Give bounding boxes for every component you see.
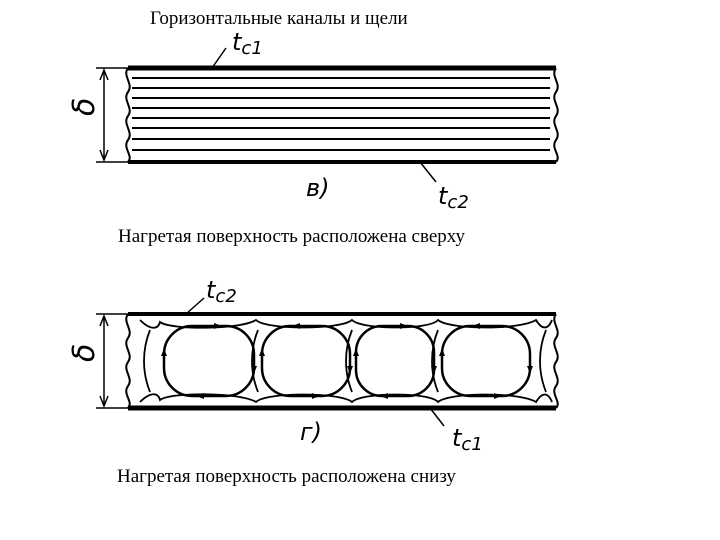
top-leader-tc2 bbox=[419, 161, 437, 183]
stratified-flow-lines bbox=[132, 77, 550, 151]
convection-cell bbox=[162, 324, 256, 398]
bottom-right-edge bbox=[553, 313, 559, 409]
top-thickness-label: δ bbox=[67, 98, 102, 116]
top-channel-diagram: δ tc1 tc2 в) bbox=[67, 28, 559, 213]
bottom-leader-tc2 bbox=[185, 297, 205, 315]
top-right-edge bbox=[553, 67, 559, 163]
bottom-left-edge bbox=[125, 313, 131, 409]
caption-bottom: Нагретая поверхность расположена снизу bbox=[117, 466, 456, 487]
caption-top: Нагретая поверхность расположена сверху bbox=[118, 226, 466, 247]
convection-cell bbox=[354, 324, 436, 398]
diagram-title: Горизонтальные каналы и щели bbox=[150, 8, 408, 29]
bottom-panel-label: г) bbox=[300, 418, 322, 446]
convection-cells bbox=[162, 324, 532, 398]
bottom-temp-upper: tc2 bbox=[206, 276, 237, 307]
circulation-arrows bbox=[161, 323, 533, 399]
bottom-thickness-dimension bbox=[96, 313, 130, 409]
bottom-temp-lower: tc1 bbox=[452, 424, 483, 455]
top-leader-tc1 bbox=[211, 47, 227, 69]
top-temp-lower: tc2 bbox=[438, 182, 469, 213]
top-temp-upper: tc1 bbox=[232, 28, 263, 59]
bottom-leader-tc1 bbox=[429, 407, 445, 427]
convection-cell bbox=[260, 324, 352, 398]
top-left-edge bbox=[125, 67, 131, 163]
top-thickness-dimension bbox=[96, 67, 130, 163]
top-panel-label: в) bbox=[306, 174, 330, 202]
bottom-channel-diagram: δ tc2 tc1 г) bbox=[67, 276, 559, 455]
cell-boundaries bbox=[139, 318, 553, 404]
convection-cell bbox=[440, 324, 532, 398]
bottom-thickness-label: δ bbox=[67, 344, 102, 362]
